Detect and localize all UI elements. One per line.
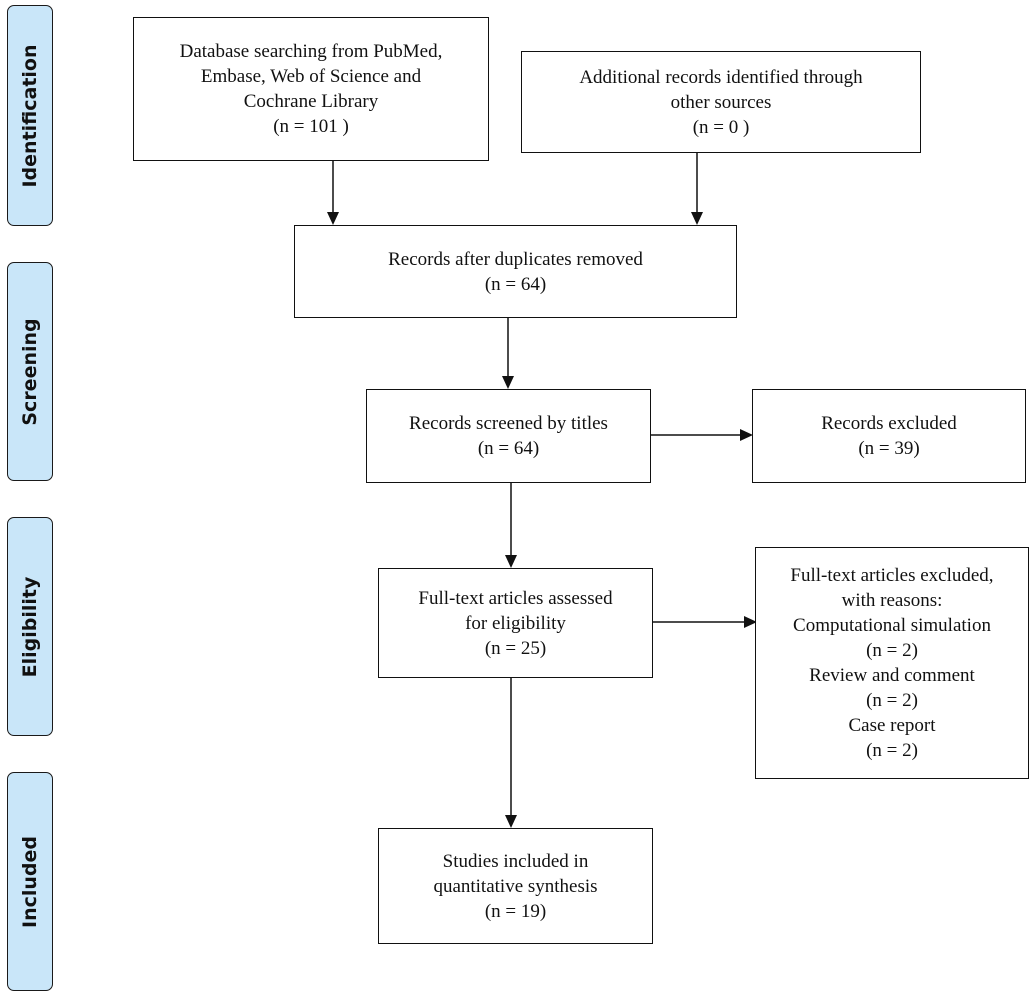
additional-records-line-1: Additional records identified through	[579, 66, 863, 88]
duplicates-removed-line-1: Records after duplicates removed	[388, 248, 643, 270]
studies-included-line-2: quantitative synthesis	[433, 875, 598, 897]
box-additional-records: Additional records identified through ot…	[521, 51, 921, 153]
screened-titles-line-1: Records screened by titles	[409, 413, 608, 434]
records-excluded-count: (n = 39)	[858, 438, 920, 459]
database-search-line-1: Database searching from PubMed,	[179, 41, 443, 62]
fulltext-excluded-line-2: with reasons:	[841, 590, 943, 611]
studies-included-count: (n = 19)	[484, 900, 547, 922]
stage-identification: Identification	[7, 5, 53, 226]
reason-case-report-count: (n = 2)	[866, 740, 918, 761]
studies-included-line-1: Studies included in	[442, 850, 589, 872]
arrowhead-fulltext-to-included	[505, 815, 517, 828]
additional-records-count: (n = 0 )	[692, 116, 750, 138]
reason-review-and-comment: Review and comment	[809, 665, 975, 686]
reason-computational-simulation-count: (n = 2)	[866, 640, 918, 661]
duplicates-removed-count: (n = 64)	[484, 273, 547, 295]
fulltext-assessed-line-2: for eligibility	[465, 612, 566, 634]
database-search-line-2: Embase, Web of Science and	[200, 66, 422, 87]
fulltext-assessed-line-1: Full-text articles assessed	[418, 587, 613, 609]
arrowhead-duplicates-to-screened	[502, 376, 514, 389]
reason-computational-simulation: Computational simulation	[793, 615, 991, 636]
arrowhead-screened-to-excluded	[740, 429, 753, 441]
box-records-excluded: Records excluded (n = 39)	[752, 389, 1026, 483]
box-database-search: Database searching from PubMed, Embase, …	[133, 17, 489, 161]
screened-titles-count: (n = 64)	[477, 438, 540, 459]
stage-eligibility: Eligibility	[7, 517, 53, 736]
arrowhead-additional-to-duplicates	[691, 212, 703, 225]
box-studies-included: Studies included in quantitative synthes…	[378, 828, 653, 944]
arrowhead-database-to-duplicates	[327, 212, 339, 225]
database-search-count: (n = 101 )	[273, 116, 349, 137]
arrowhead-fulltext-to-excluded	[744, 616, 757, 628]
stage-screening: Screening	[7, 262, 53, 481]
arrowhead-screened-to-fulltext	[505, 555, 517, 568]
fulltext-assessed-count: (n = 25)	[484, 637, 547, 659]
additional-records-line-2: other sources	[670, 91, 772, 113]
records-excluded-line-1: Records excluded	[821, 413, 957, 434]
reason-review-and-comment-count: (n = 2)	[866, 690, 918, 711]
box-duplicates-removed: Records after duplicates removed (n = 64…	[294, 225, 737, 318]
reason-case-report: Case report	[848, 715, 936, 736]
stage-included: Included	[7, 772, 53, 991]
box-fulltext-excluded: Full-text articles excluded, with reason…	[755, 547, 1029, 779]
database-search-line-3: Cochrane Library	[243, 91, 379, 112]
fulltext-excluded-line-1: Full-text articles excluded,	[790, 565, 994, 586]
box-fulltext-assessed: Full-text articles assessed for eligibil…	[378, 568, 653, 678]
box-screened-titles: Records screened by titles (n = 64)	[366, 389, 651, 483]
